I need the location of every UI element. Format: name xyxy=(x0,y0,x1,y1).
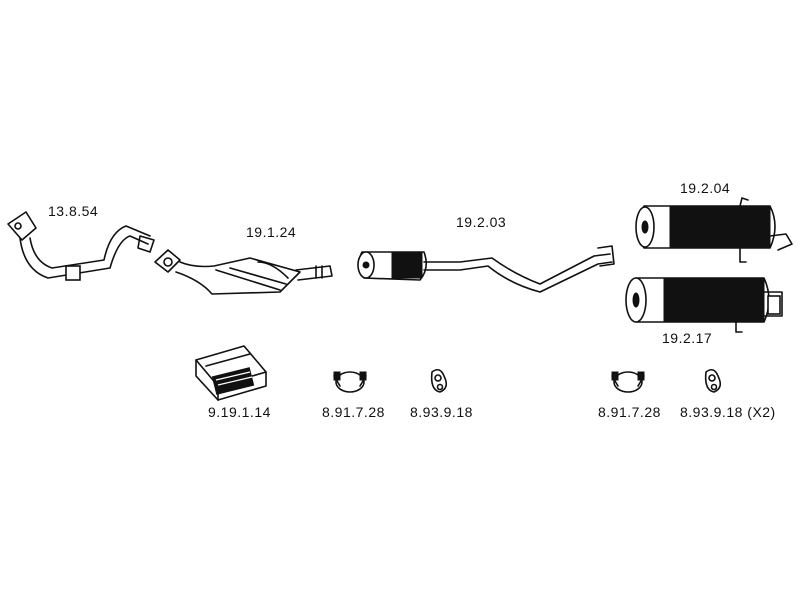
label-clamp-right: 8.91.7.28 xyxy=(598,404,661,420)
clamp-right-illustration xyxy=(611,371,645,393)
label-rubber-mount-right: 8.93.9.18 (X2) xyxy=(680,404,776,420)
rubber-mount-right-illustration xyxy=(704,368,722,393)
label-fitting-kit: 9.19.1.14 xyxy=(208,404,271,420)
rear-silencer-b-illustration xyxy=(625,277,783,333)
rear-silencer-a-illustration xyxy=(635,197,793,263)
fitting-kit-illustration xyxy=(195,345,267,401)
catalytic-converter-illustration xyxy=(154,249,333,295)
label-rubber-mount-left: 8.93.9.18 xyxy=(410,404,473,420)
label-clamp-left: 8.91.7.28 xyxy=(322,404,385,420)
label-middle-silencer: 19.2.03 xyxy=(456,214,507,230)
middle-silencer-illustration xyxy=(357,245,615,293)
rubber-mount-left-illustration xyxy=(430,368,448,393)
label-front-pipe: 13.8.54 xyxy=(48,203,99,219)
label-rear-silencer-a: 19.2.04 xyxy=(680,180,731,196)
front-pipe-illustration xyxy=(7,211,155,281)
clamp-left-illustration xyxy=(333,371,367,393)
label-catalytic-converter: 19.1.24 xyxy=(246,224,297,240)
label-rear-silencer-b: 19.2.17 xyxy=(662,330,713,346)
